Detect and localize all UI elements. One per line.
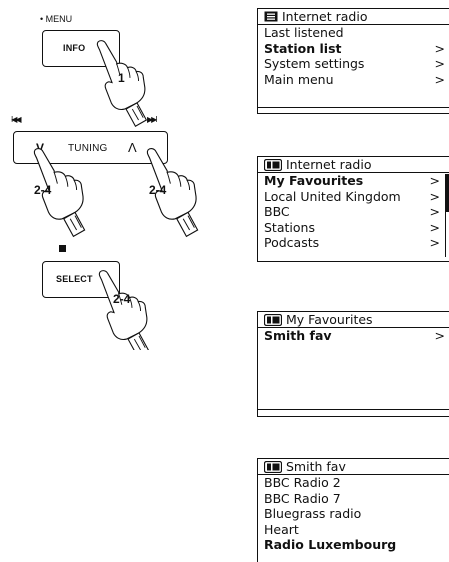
lcd-screen-internet-radio-menu: Internet radio Last listened Station lis… [257, 8, 449, 114]
next-icon: ▶▶I [147, 115, 157, 124]
tuning-label: TUNING [68, 143, 108, 154]
tuning-up-icon: Λ [128, 140, 137, 155]
info-button-label: INFO [63, 43, 86, 53]
lcd-screen-smith-fav: Smith fav BBC Radio 2 BBC Radio 7 Bluegr… [257, 458, 449, 562]
stop-icon [59, 245, 66, 252]
folder-icon [264, 313, 282, 326]
station-item-bluegrass-radio[interactable]: Bluegrass radio [264, 506, 362, 521]
menu-item-station-list[interactable]: Station list> [264, 40, 445, 56]
scrollbar-thumb[interactable] [445, 174, 449, 212]
menu-item-local-united-kingdom[interactable]: Local United Kingdom> [264, 188, 440, 204]
menu-item-stations[interactable]: Stations> [264, 219, 440, 235]
menu-item-system-settings[interactable]: System settings> [264, 56, 445, 71]
screen-title: Internet radio [258, 9, 449, 25]
menu-item-my-favourites[interactable]: My Favourites> [264, 173, 440, 188]
menu-item-main-menu[interactable]: Main menu> [264, 71, 445, 87]
tuning-down-icon: V [36, 141, 45, 155]
lcd-screen-internet-radio-list: Internet radio My Favourites> Local Unit… [257, 156, 449, 262]
tuning-left-step-number: 2-4 [34, 183, 52, 197]
menu-caption: • MENU [40, 14, 73, 24]
list-icon [264, 11, 278, 22]
menu-item-last-listened[interactable]: Last listened [264, 25, 344, 40]
menu-item-bbc[interactable]: BBC> [264, 204, 440, 219]
screen-bottom-line [258, 409, 449, 410]
screen-title: My Favourites [258, 312, 449, 328]
info-step-number: 1 [118, 71, 125, 85]
station-item-radio-luxembourg[interactable]: Radio Luxembourg [264, 537, 397, 552]
station-item-bbc-radio-2[interactable]: BBC Radio 2 [264, 475, 341, 490]
menu-item-smith-fav[interactable]: Smith fav> [264, 328, 445, 343]
tuning-right-step-number: 2-4 [149, 183, 167, 197]
select-step-number: 2-4 [113, 292, 131, 306]
menu-item-podcasts[interactable]: Podcasts> [264, 235, 440, 250]
select-button-label: SELECT [56, 274, 93, 284]
screen-title: Internet radio [258, 157, 449, 173]
station-item-heart[interactable]: Heart [264, 521, 299, 537]
hand-diagrams [33, 40, 199, 350]
previous-icon: I◀◀ [11, 115, 21, 124]
folder-icon [264, 158, 282, 171]
station-item-bbc-radio-7[interactable]: BBC Radio 7 [264, 490, 341, 506]
lcd-screen-my-favourites: My Favourites Smith fav> [257, 311, 449, 417]
folder-icon [264, 460, 282, 473]
screen-title: Smith fav [258, 459, 449, 475]
select-hand-icon [98, 270, 149, 350]
screen-bottom-line [258, 107, 449, 108]
scrollbar-track [445, 212, 449, 257]
